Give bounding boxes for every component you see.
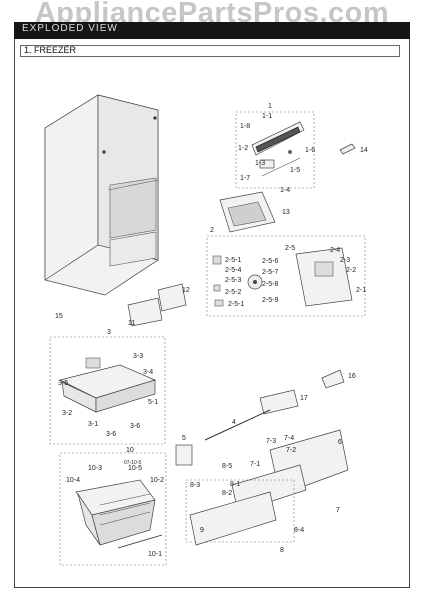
rail-9-icon — [189, 491, 277, 546]
label-17: 17 — [300, 395, 308, 402]
refrigerator-cabinet-icon — [44, 94, 159, 296]
label-3-5: 3-5 — [58, 380, 68, 387]
label-3-6a: 3-6 — [106, 431, 116, 438]
label-2-5-3: 2-5-3 — [225, 277, 241, 284]
label-2-5-1a: 2-5-1 — [225, 257, 241, 264]
header-title: EXPLODED VIEW — [22, 23, 118, 34]
part-16-icon — [321, 369, 345, 389]
label-8-4: 8-4 — [294, 527, 304, 534]
label-2: 2 — [210, 227, 214, 234]
part-5-icon — [175, 444, 193, 466]
label-3-4: 3-4 — [143, 369, 153, 376]
label-2-4: 2-4 — [330, 247, 340, 254]
rail-11-icon — [127, 297, 163, 327]
part-17-icon — [259, 389, 299, 415]
label-8-3: 8-3 — [190, 482, 200, 489]
label-2-5-1b: 2-5-1 — [228, 301, 244, 308]
label-2-1: 2-1 — [356, 287, 366, 294]
label-15: 15 — [55, 313, 63, 320]
label-7: 7 — [336, 507, 340, 514]
label-10-5-code: 07-10-5 — [124, 460, 141, 466]
label-9: 9 — [200, 527, 204, 534]
label-2-5-4: 2-5-4 — [225, 267, 241, 274]
label-3-1: 3-1 — [88, 421, 98, 428]
label-10-5: 10-5 — [128, 465, 142, 472]
label-2-5-2: 2-5-2 — [225, 289, 241, 296]
label-10-1: 10-1 — [148, 551, 162, 558]
label-11: 11 — [128, 320, 135, 327]
label-10-4: 10-4 — [66, 477, 80, 484]
label-3-3: 3-3 — [133, 353, 143, 360]
label-1-6: 1-6 — [305, 147, 315, 154]
label-2-5-6: 2-5-6 — [262, 258, 278, 265]
label-13: 13 — [282, 209, 290, 216]
label-1-1: 1-1 — [262, 113, 272, 120]
wire-4-icon — [204, 409, 271, 441]
label-7-4: 7-4 — [284, 435, 294, 442]
label-7-2: 7-2 — [286, 447, 296, 454]
section-title: 1. FREEZER — [24, 45, 77, 55]
section-box — [20, 45, 400, 57]
label-5: 5 — [182, 435, 186, 442]
label-6: 6 — [338, 439, 342, 446]
label-1-3: 1-3 — [255, 160, 265, 167]
ice-maker-assembly-icon — [251, 121, 305, 177]
label-2-5-7: 2-5-7 — [262, 269, 278, 276]
heater-part-icon — [339, 143, 356, 155]
label-8-1: 8-1 — [230, 481, 240, 488]
label-14: 14 — [360, 147, 368, 154]
label-3: 3 — [107, 329, 111, 336]
label-7-3: 7-3 — [266, 438, 276, 445]
label-8-5: 8-5 — [222, 463, 232, 470]
fan-motor-assembly-icon — [212, 247, 353, 307]
label-1-8: 1-8 — [240, 123, 250, 130]
freezer-drawer-icon — [58, 357, 157, 413]
label-3-2: 3-2 — [62, 410, 72, 417]
label-1-2: 1-2 — [238, 145, 248, 152]
fan-cover-icon — [219, 191, 276, 233]
label-10-2: 10-2 — [150, 477, 164, 484]
label-16: 16 — [348, 373, 356, 380]
label-7-1: 7-1 — [250, 461, 260, 468]
label-4: 4 — [232, 419, 236, 426]
label-1-7: 1-7 — [240, 175, 250, 182]
header-bar — [14, 22, 410, 39]
label-12: 12 — [182, 287, 190, 294]
label-5-1: 5-1 — [148, 399, 158, 406]
label-8: 8 — [280, 547, 284, 554]
label-8-2: 8-2 — [222, 490, 232, 497]
label-2-5-8: 2-5-8 — [262, 281, 278, 288]
label-2-5: 2-5 — [285, 245, 295, 252]
label-10: 10 — [126, 447, 134, 454]
label-2-5-9: 2-5-9 — [262, 297, 278, 304]
label-1-5: 1-5 — [290, 167, 300, 174]
label-10-3: 10-3 — [88, 465, 102, 472]
label-2-3: 2-3 — [340, 257, 350, 264]
label-2-2: 2-2 — [346, 267, 356, 274]
basket-icon — [75, 479, 163, 549]
label-1-4: 1-4 — [280, 187, 290, 194]
label-1: 1 — [268, 103, 272, 110]
label-3-6b: 3-6 — [130, 423, 140, 430]
rail-12-icon — [157, 283, 187, 312]
